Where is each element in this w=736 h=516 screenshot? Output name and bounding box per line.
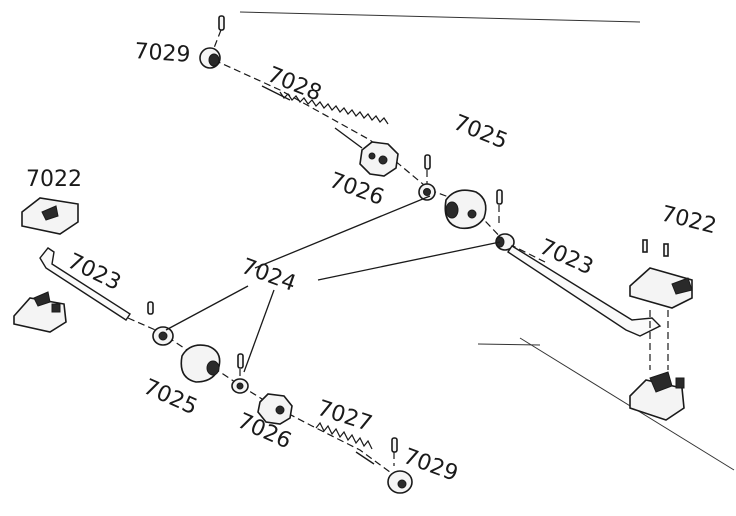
spring-7027: [315, 421, 375, 465]
label-7029-top: 7029: [134, 39, 192, 68]
background-edges: [239, 11, 735, 471]
label-7024: 7024: [238, 254, 299, 297]
collar-upper: [418, 183, 436, 201]
label-7022-right: 7022: [659, 202, 719, 240]
screw-left: [147, 301, 154, 315]
label-7023-left: 7023: [63, 249, 124, 296]
lower-assembly-axis: [127, 317, 399, 479]
screw-7026-top: [424, 154, 431, 184]
bracket-7022-right: [629, 239, 693, 421]
knob-7029-bottom: [387, 437, 413, 494]
gear-7026-top: [359, 141, 399, 177]
rod-7023-left: [39, 247, 131, 321]
label-7022-left: 7022: [26, 167, 82, 192]
label-7025-top: 7025: [450, 110, 511, 154]
part-labels: 7029 7028 7025 7026 7022 7023 7024 7023 …: [26, 39, 719, 487]
screw-lower-middle: [237, 353, 244, 378]
collar-lower-left: [152, 326, 174, 346]
rod-7023-right: [507, 245, 662, 337]
label-7028: 7028: [264, 62, 325, 106]
leader-lines-7024: [165, 195, 501, 373]
knob-7029-top: [199, 15, 225, 69]
bracket-7022-left: [13, 197, 79, 333]
collar-lower: [231, 378, 249, 394]
cam-7025-top: [444, 189, 487, 230]
screw-cam-top: [496, 189, 503, 225]
spring-7028: [261, 85, 389, 149]
cam-7025-bottom: [180, 344, 221, 383]
gear-7026-bottom: [257, 393, 293, 425]
